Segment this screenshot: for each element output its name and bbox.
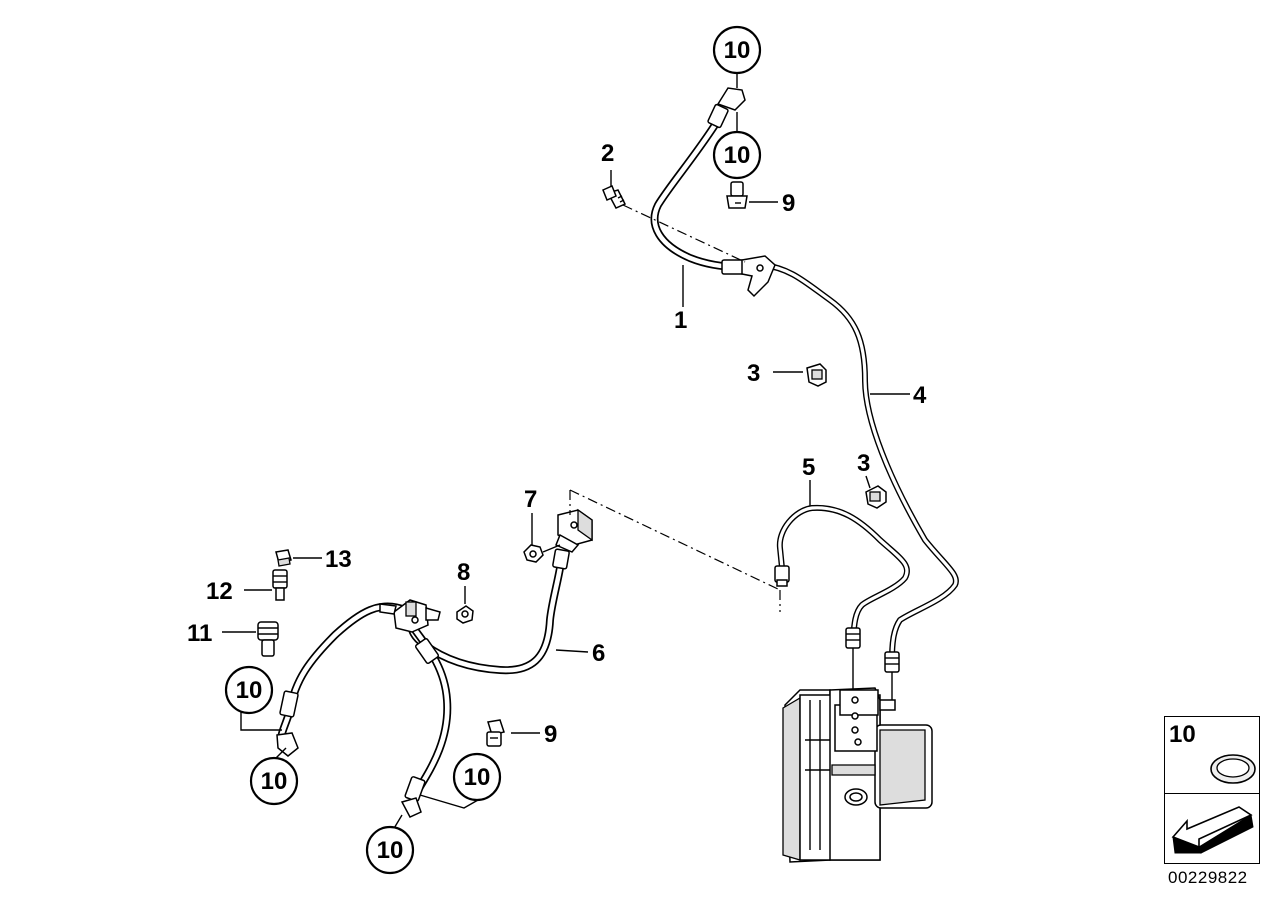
pipe-union-right bbox=[884, 651, 900, 700]
brake-pipe-4 bbox=[760, 262, 959, 663]
bleed-valve-9-bottom bbox=[486, 719, 505, 747]
svg-text:10: 10 bbox=[377, 837, 404, 864]
svg-text:10: 10 bbox=[724, 37, 751, 64]
label-part-5: 5 bbox=[802, 454, 815, 481]
label-part-9-top: 9 bbox=[782, 190, 795, 217]
sealing-ring-icon bbox=[1210, 754, 1256, 784]
fitting-11 bbox=[257, 621, 279, 657]
bolt-2 bbox=[602, 184, 627, 209]
svg-text:10: 10 bbox=[236, 677, 263, 704]
abs-hydraulic-unit bbox=[782, 687, 933, 863]
label-part-13: 13 bbox=[325, 546, 352, 573]
brake-hose-left bbox=[276, 602, 409, 757]
label-part-3-upper: 3 bbox=[747, 360, 760, 387]
svg-text:10: 10 bbox=[724, 142, 751, 169]
hose-bracket bbox=[555, 508, 593, 553]
label-part-6: 6 bbox=[592, 640, 605, 667]
label-part-4: 4 bbox=[913, 382, 927, 409]
bolt-8 bbox=[456, 605, 474, 624]
bleed-valve-9-top bbox=[726, 181, 748, 209]
document-number: 00229822 bbox=[1168, 868, 1248, 887]
brake-hose-middle bbox=[400, 626, 452, 818]
label-part-1: 1 bbox=[674, 307, 687, 334]
pipe-union-middle bbox=[845, 627, 861, 690]
clip-3-lower bbox=[865, 485, 887, 509]
ring-ref-left-1: 10 bbox=[224, 665, 274, 715]
label-part-12: 12 bbox=[206, 578, 233, 605]
bolt-2-axis bbox=[622, 204, 746, 263]
pipe-union-left bbox=[774, 565, 790, 587]
ring-ref-mid-1: 10 bbox=[452, 752, 502, 802]
adapter-12 bbox=[272, 569, 288, 601]
cap-13 bbox=[275, 549, 292, 567]
label-part-9-bottom: 9 bbox=[544, 721, 557, 748]
brake-pipe-5 bbox=[776, 504, 910, 643]
ring-ref-top-1: 10 bbox=[712, 25, 762, 75]
bracket-axis bbox=[569, 489, 781, 591]
brake-hose-1 bbox=[650, 87, 776, 298]
label-part-3-lower: 3 bbox=[857, 450, 870, 477]
ring-ref-top-2: 10 bbox=[712, 130, 762, 180]
label-part-2: 2 bbox=[601, 140, 614, 167]
ring-ref-left-2: 10 bbox=[249, 756, 299, 806]
label-part-11: 11 bbox=[187, 620, 212, 647]
svg-text:10: 10 bbox=[261, 768, 288, 795]
legend-box: 10 bbox=[1164, 716, 1260, 864]
arrow-icon bbox=[1171, 806, 1254, 854]
label-part-8: 8 bbox=[457, 559, 470, 586]
distributor-block bbox=[379, 599, 441, 633]
label-part-7: 7 bbox=[524, 486, 537, 513]
svg-text:10: 10 bbox=[464, 764, 491, 791]
legend-divider bbox=[1165, 793, 1259, 794]
clip-3-upper bbox=[806, 363, 827, 387]
legend-label: 10 bbox=[1169, 721, 1196, 748]
ring-ref-mid-2: 10 bbox=[365, 825, 415, 875]
nut-7 bbox=[523, 544, 561, 563]
leader-lines bbox=[222, 72, 910, 831]
